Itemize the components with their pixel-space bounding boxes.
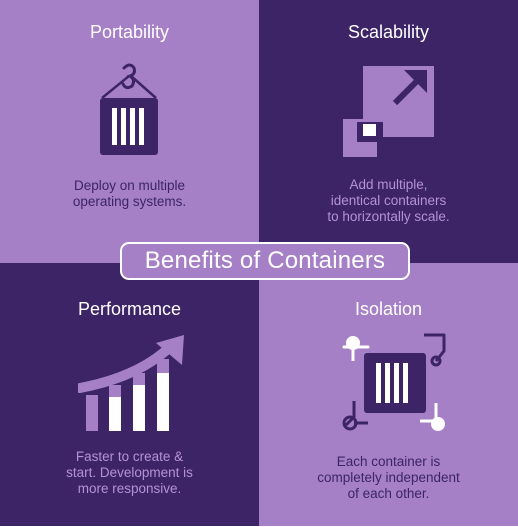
expand-arrow-icon bbox=[343, 66, 434, 157]
quadrant-performance: Performance Faster to create & start. De… bbox=[0, 263, 259, 526]
performance-title: Performance bbox=[77, 299, 182, 319]
quadrant-isolation: Isolation Each container is completely i… bbox=[259, 263, 518, 526]
isolated-container-icon bbox=[342, 333, 446, 431]
portability-title: Portability bbox=[89, 22, 170, 42]
shipping-container-crane-icon bbox=[100, 63, 158, 155]
center-title-text: Benefits of Containers bbox=[144, 247, 386, 274]
growth-chart-icon bbox=[78, 335, 184, 431]
scalability-title: Scalability bbox=[347, 22, 430, 42]
quadrant-portability: Portability Deploy on multiple operating… bbox=[0, 0, 259, 263]
isolation-description: Each container is completely independent… bbox=[317, 454, 460, 501]
quadrant-scalability: Scalability Add multiple, identical cont… bbox=[259, 0, 518, 263]
isolation-title: Isolation bbox=[354, 299, 423, 319]
portability-description: Deploy on multiple operating systems. bbox=[72, 178, 187, 209]
performance-description: Faster to create & start. Development is… bbox=[66, 449, 193, 496]
center-title-badge: Benefits of Containers bbox=[120, 242, 410, 280]
scalability-description: Add multiple, identical containers to ho… bbox=[327, 177, 450, 224]
